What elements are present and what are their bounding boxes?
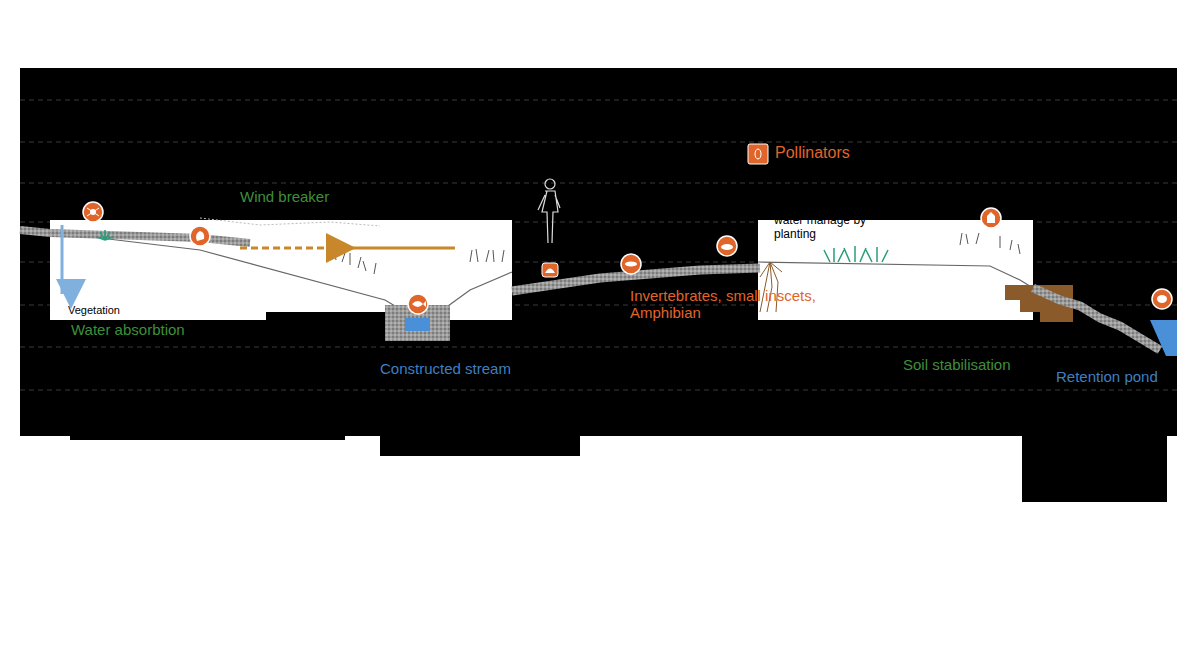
green-plants [97,230,888,262]
wall-outline [200,218,380,226]
background-band [1022,436,1167,502]
background-band [266,312,386,322]
background-band [20,68,1177,436]
wind-arrow [350,247,455,250]
section-label: Wind breaker [240,188,370,205]
ground-line [758,262,1033,288]
species-icons [83,144,1172,314]
wind-arrow [240,247,330,250]
pond-water [1150,320,1177,356]
section-label: Constructed stream [380,360,550,377]
stair-band [1033,288,1160,350]
vegetation-panel: Vegetation [50,220,512,320]
person-figure [538,179,560,243]
panel-note: Vegetation [68,304,188,317]
background-band [70,436,345,440]
background-band [380,436,580,456]
section-label: Invertebrates, small inscets, Amphibian [630,287,830,322]
section-label: Retention pond [1056,368,1181,385]
stream-water [405,318,430,331]
ground-line [50,232,512,306]
section-label: Soil stabilisation [903,356,1043,373]
section-label: Water absorbtion [71,321,221,338]
grass [330,233,1020,274]
water-arrow [61,225,64,294]
ground-band [20,230,250,243]
grid-lines [20,100,1177,390]
planting-panel: water manage by planting [758,220,1033,320]
section-label: Pollinators [775,144,895,162]
panel-note: water manage by planting [774,214,894,242]
